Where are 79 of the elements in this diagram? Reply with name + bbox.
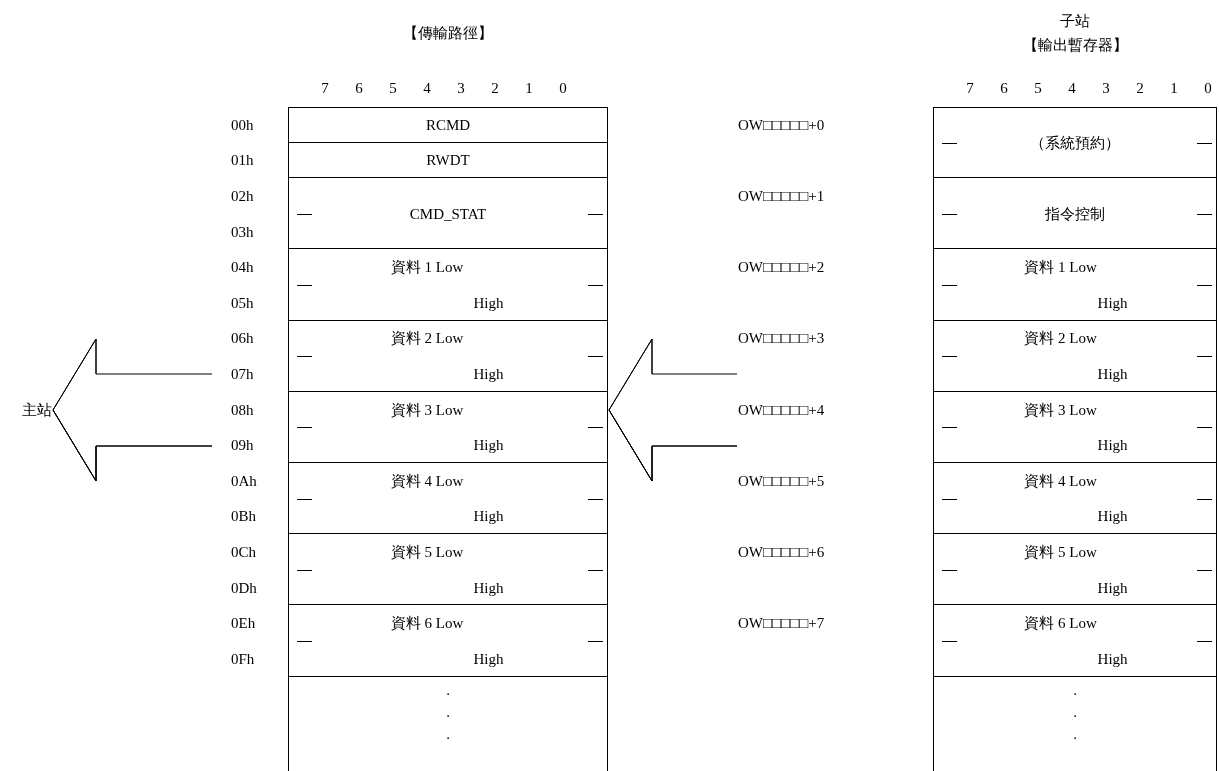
cell-text: 資料 2 Low xyxy=(1024,329,1097,348)
byte-address: 06h xyxy=(231,329,254,348)
ellipsis-dot: . xyxy=(1073,702,1077,721)
cell-text: 資料 4 Low xyxy=(1024,471,1097,490)
bit-number: 1 xyxy=(525,79,533,97)
cell-text: High xyxy=(473,365,504,383)
byte-address: 0Ch xyxy=(231,543,256,561)
bit-number: 4 xyxy=(423,79,431,97)
ellipsis-dot: . xyxy=(1073,724,1077,743)
ellipsis-dot: . xyxy=(1073,680,1077,699)
cell-text: High xyxy=(1097,649,1128,668)
cell-text: 資料 4 Low xyxy=(390,471,464,490)
byte-address: 0Dh xyxy=(231,578,257,597)
station-label: 主站 xyxy=(22,401,52,419)
cell-text: 資料 3 Low xyxy=(390,400,464,419)
byte-address: 09h xyxy=(231,436,254,455)
bit-number: 0 xyxy=(1204,79,1212,97)
cell-text: RWDT xyxy=(426,151,470,170)
register-address: OW□□□□□+2 xyxy=(738,258,825,277)
byte-address: 0Eh xyxy=(231,614,256,633)
register-address: OW□□□□□+7 xyxy=(738,614,825,633)
register-address: OW□□□□□+1 xyxy=(738,187,825,205)
byte-address: 08h xyxy=(231,400,254,419)
table-heading: 子站 xyxy=(1060,12,1090,30)
cell-text: High xyxy=(473,436,504,455)
cell-text: High xyxy=(473,649,504,668)
cell-text: 指令控制 xyxy=(1045,204,1105,223)
byte-address: 0Fh xyxy=(231,649,255,668)
cell-text: High xyxy=(473,507,504,526)
register-address: OW□□□□□+6 xyxy=(738,543,825,561)
byte-address: 00h xyxy=(231,115,254,134)
cell-text: 資料 1 Low xyxy=(390,258,464,277)
cell-text: 資料 3 Low xyxy=(1024,400,1097,419)
bit-number: 4 xyxy=(1068,79,1076,97)
cell-text: High xyxy=(473,578,504,597)
bit-number: 5 xyxy=(1034,79,1042,97)
cell-text: CMD_STAT xyxy=(409,204,487,223)
cell-text: High xyxy=(1097,578,1128,597)
cell-text: High xyxy=(1097,436,1128,455)
cell-text: High xyxy=(473,293,504,312)
cell-text: High xyxy=(1097,365,1128,383)
cell-text: 資料 2 Low xyxy=(390,329,464,348)
byte-address: 0Bh xyxy=(231,507,256,526)
bit-number: 3 xyxy=(457,79,465,97)
cell-text: High xyxy=(1097,293,1128,312)
byte-address: 05h xyxy=(231,293,254,312)
cell-text: 資料 1 Low xyxy=(1024,258,1097,277)
register-address: OW□□□□□+3 xyxy=(738,329,825,348)
register-address: OW□□□□□+0 xyxy=(738,115,825,134)
byte-address: 01h xyxy=(231,151,254,170)
bit-number: 6 xyxy=(355,79,363,97)
byte-address: 0Ah xyxy=(231,471,257,490)
bit-number: 7 xyxy=(321,79,329,97)
bit-number: 3 xyxy=(1102,79,1110,97)
bit-number: 1 xyxy=(1170,79,1178,97)
cell-text: High xyxy=(1097,507,1128,526)
ellipsis-dot: . xyxy=(446,702,450,721)
bit-number: 5 xyxy=(389,79,397,97)
table-heading: 【傳輸路徑】 xyxy=(403,24,493,42)
ellipsis-dot: . xyxy=(446,680,450,699)
register-address: OW□□□□□+5 xyxy=(738,471,825,490)
table-heading: 【輸出暫存器】 xyxy=(1022,36,1128,54)
cell-text: （系統預約） xyxy=(1030,133,1120,152)
bit-number: 0 xyxy=(559,79,567,97)
byte-address: 02h xyxy=(231,187,254,205)
bit-number: 6 xyxy=(1000,79,1008,97)
cell-text: 資料 6 Low xyxy=(390,614,464,633)
cell-text: 資料 5 Low xyxy=(1024,543,1097,561)
register-address: OW□□□□□+4 xyxy=(738,400,825,419)
byte-address: 03h xyxy=(231,222,254,241)
ellipsis-dot: . xyxy=(446,724,450,743)
byte-address: 07h xyxy=(231,365,254,383)
cell-text: 資料 5 Low xyxy=(390,543,464,561)
cell-text: 資料 6 Low xyxy=(1024,614,1097,633)
bit-number: 2 xyxy=(491,79,499,97)
byte-address: 04h xyxy=(231,258,254,277)
cell-text: RCMD xyxy=(425,115,471,134)
bit-number: 2 xyxy=(1136,79,1144,97)
bit-number: 7 xyxy=(966,79,974,97)
